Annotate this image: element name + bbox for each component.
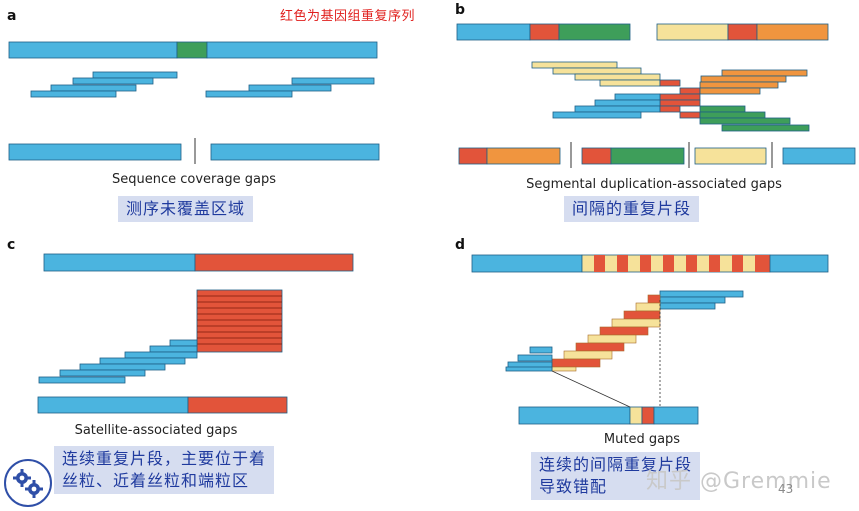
header-note: 红色为基因组重复序列: [280, 9, 416, 24]
read: [30, 90, 117, 98]
panel-d-caption: Muted gaps: [604, 432, 680, 447]
reference-bar-blue-left: [8, 41, 178, 59]
panel-b-letter: b: [455, 2, 465, 18]
panel-c-note-line1: 连续重复片段，主要位于着: [62, 449, 267, 468]
read: [291, 77, 375, 85]
panel-a-note: 测序未覆盖区域: [118, 196, 254, 222]
panel-b-caption: Segmental duplication-associated gaps: [526, 177, 782, 192]
panel-d-note: 连续的间隔重复片段 导致错配: [531, 452, 701, 500]
panel-d: [471, 254, 829, 425]
read: [50, 84, 137, 92]
panel-c-note-line2: 丝粒、近着丝粒和端粒区: [62, 471, 250, 490]
panel-c: [37, 253, 354, 414]
panel-c-letter: c: [7, 237, 15, 253]
panel-a: [8, 41, 380, 164]
reference-bar-blue-right: [206, 41, 378, 59]
panel-a-caption: Sequence coverage gaps: [112, 172, 276, 187]
assembly-contig-left: [8, 143, 182, 161]
watermark: 知乎 @Gremmie: [646, 469, 832, 494]
read: [92, 71, 178, 79]
panel-c-caption: Satellite-associated gaps: [75, 423, 238, 438]
panel-c-note: 连续重复片段，主要位于着 丝粒、近着丝粒和端粒区: [54, 446, 275, 494]
panel-d-letter: d: [455, 237, 465, 253]
panel-b-note: 间隔的重复片段: [564, 196, 700, 222]
read: [248, 84, 332, 92]
panel-d-note-line1: 连续的间隔重复片段: [539, 455, 693, 474]
read: [205, 90, 293, 98]
reference-bar-green: [176, 41, 208, 59]
page-number: 43: [778, 482, 794, 496]
read: [72, 77, 154, 85]
panel-b: [456, 23, 856, 168]
panel-a-letter: a: [7, 8, 16, 24]
gear-logo-icon: [4, 459, 52, 507]
panel-d-note-line2: 导致错配: [539, 477, 608, 496]
assembly-contig-right: [210, 143, 380, 161]
